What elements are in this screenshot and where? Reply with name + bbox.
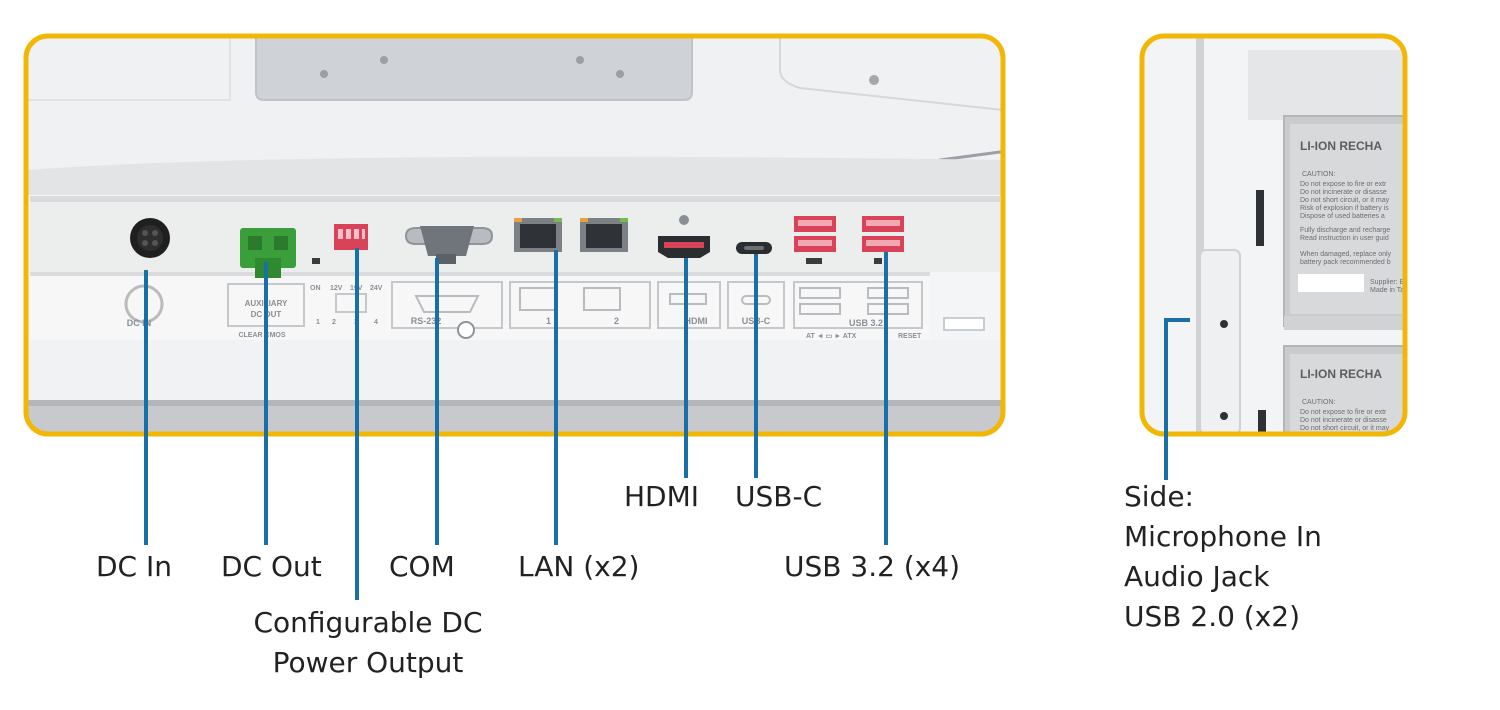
print-dc-in: DC IN xyxy=(127,318,152,328)
usb32-ports xyxy=(794,216,904,264)
hdmi-port xyxy=(658,215,710,258)
battery-pack-upper: LI-ION RECHA CAUTION: Do not expose to f… xyxy=(1283,115,1405,330)
battery-caution: CAUTION: xyxy=(1302,171,1336,178)
print-reset: RESET xyxy=(898,333,922,340)
label-configurable-line1: Configurable DC xyxy=(253,606,483,639)
label-dc-out: DC Out xyxy=(221,550,322,583)
label-side-title: Side: xyxy=(1124,480,1194,513)
rear-panel-photo: DC IN AUXILIARY DC OUT CLEAR CMOS ON 12V… xyxy=(26,36,1003,434)
leader-lines xyxy=(144,248,1190,600)
side-highlight-frame xyxy=(1139,33,1408,437)
print-hdmi: HDMI xyxy=(685,316,708,326)
battery-pack-lower: LI-ION RECHA CAUTION: Do not expose to f… xyxy=(1283,345,1405,434)
print-clear-cmos: CLEAR CMOS xyxy=(238,332,285,339)
print-lan2: 2 xyxy=(614,316,619,326)
print-24v: 24V xyxy=(370,285,383,292)
usb-c-port xyxy=(736,242,772,254)
label-usb32: USB 3.2 (x4) xyxy=(784,550,961,583)
label-side-mic: Microphone In xyxy=(1124,520,1322,553)
battery-line1: Do not expose to fire or extr xyxy=(1300,181,1387,188)
label-side-audio: Audio Jack xyxy=(1124,560,1270,593)
com-db9-connector xyxy=(404,226,494,264)
label-configurable-dc: Configurable DC Power Output xyxy=(226,603,510,683)
battery-title-2: LI-ION RECHA xyxy=(1300,367,1382,381)
label-configurable-line2: Power Output xyxy=(272,646,464,679)
label-lan: LAN (x2) xyxy=(518,550,640,583)
battery-line2: Do not incinerate or disasse xyxy=(1300,189,1387,196)
label-dc-in: DC In xyxy=(96,550,173,583)
label-side-group: Side: Microphone In Audio Jack USB 2.0 (… xyxy=(1124,477,1322,637)
leader-side xyxy=(1164,318,1190,480)
print-12v: 12V xyxy=(330,285,343,292)
battery-line7: Read instruction in user guid xyxy=(1300,235,1389,242)
vesa-mount-plate xyxy=(255,36,693,101)
main-highlight-frame xyxy=(23,33,1006,437)
print-usb32: USB 3.2 xyxy=(849,318,883,328)
print-n2: 2 xyxy=(332,319,336,326)
dc-out-terminal xyxy=(240,228,296,278)
side-panel-photo: LI-ION RECHA CAUTION: Do not expose to f… xyxy=(1142,36,1405,434)
battery2-line2: Do not incinerate or disasse xyxy=(1300,417,1387,424)
battery-line8: When damaged, replace only xyxy=(1300,251,1392,258)
dip-switch xyxy=(312,224,368,264)
label-com: COM xyxy=(389,550,455,583)
battery-line3: Do not short circuit, or it may xyxy=(1300,197,1390,204)
label-side-usb: USB 2.0 (x2) xyxy=(1124,600,1301,633)
label-hdmi: HDMI xyxy=(624,480,700,513)
battery-line9: battery pack recommended b xyxy=(1300,259,1391,266)
battery-line5: Dispose of used batteries a xyxy=(1300,213,1385,220)
print-rs232: RS-232 xyxy=(411,316,442,326)
battery-supplier: Supplier: B xyxy=(1370,279,1405,286)
battery-line4: Risk of explosion if battery is xyxy=(1300,205,1389,212)
print-n1: 1 xyxy=(316,319,320,326)
battery2-caution: CAUTION: xyxy=(1302,399,1336,406)
print-on: ON xyxy=(310,285,321,292)
print-n4: 4 xyxy=(374,319,378,326)
label-usbc: USB-C xyxy=(735,480,823,513)
battery2-line1: Do not expose to fire or extr xyxy=(1300,409,1387,416)
dc-in-jack xyxy=(130,218,170,258)
battery-title: LI-ION RECHA xyxy=(1300,139,1382,153)
battery-made-in: Made in Ta xyxy=(1370,287,1404,294)
print-lan1: 1 xyxy=(546,316,551,326)
battery2-line3: Do not short circuit, or it may xyxy=(1300,425,1390,432)
print-at-atx: AT ◄ ▭ ► ATX xyxy=(806,333,857,340)
lan-port-1 xyxy=(514,218,562,252)
battery-line6: Fully discharge and recharge xyxy=(1300,227,1390,234)
lan-port-2 xyxy=(580,218,628,252)
